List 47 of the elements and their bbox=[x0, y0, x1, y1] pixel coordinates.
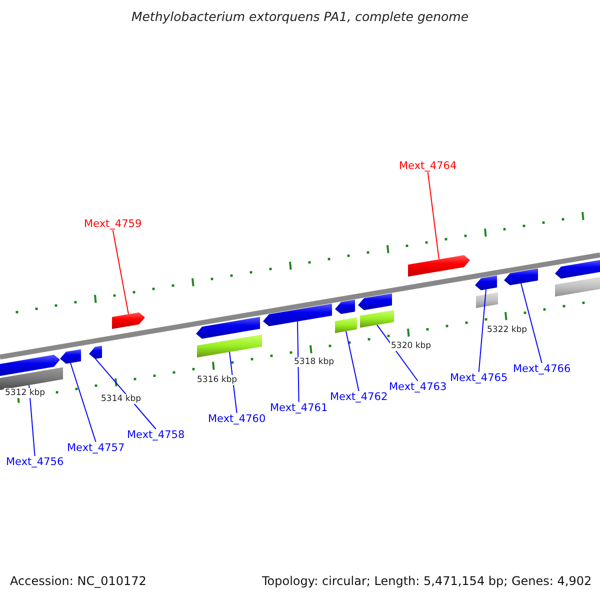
leader-line bbox=[376, 324, 418, 382]
gene-feature bbox=[60, 349, 81, 364]
gene-feature bbox=[476, 292, 498, 308]
leader-line bbox=[70, 362, 96, 442]
leader-line bbox=[28, 384, 36, 456]
gene-feature bbox=[196, 316, 260, 339]
scale-label: 5320 kbp bbox=[390, 341, 432, 351]
scale-label: 5316 kbp bbox=[196, 375, 238, 385]
gene-label: Mext_4757 bbox=[67, 442, 125, 454]
gene-feature bbox=[335, 317, 357, 334]
footer-text: Accession: NC_010172 bbox=[10, 574, 146, 588]
gene-feature bbox=[358, 293, 392, 310]
gene-feature bbox=[0, 354, 60, 377]
leader-line bbox=[427, 172, 440, 260]
gene-label: Mext_4761 bbox=[270, 402, 328, 414]
gene-feature bbox=[475, 276, 497, 290]
gene-feature bbox=[263, 304, 332, 326]
gene-label: Mext_4762 bbox=[330, 391, 388, 403]
scale-label: 5318 kbp bbox=[293, 357, 336, 367]
leader-line bbox=[520, 282, 542, 364]
title: Methylobacterium extorquens PA1, complete genome bbox=[130, 9, 470, 24]
scale-label: 5314 kbp bbox=[100, 394, 142, 404]
leader-line bbox=[297, 320, 300, 402]
gene-feature bbox=[335, 300, 355, 314]
leader-line bbox=[478, 288, 486, 372]
gene-label: Mext_4766 bbox=[513, 363, 571, 375]
leader-line bbox=[112, 230, 129, 315]
gene-feature bbox=[360, 310, 394, 328]
gene-feature bbox=[504, 268, 538, 286]
gene-feature bbox=[555, 260, 600, 279]
gene-feature bbox=[89, 346, 102, 359]
gene-label: Mext_4763 bbox=[389, 381, 447, 393]
gene-label: Mext_4758 bbox=[127, 429, 185, 441]
gene-label: Mext_4765 bbox=[450, 372, 508, 384]
footer-text: Topology: circular; Length: 5,471,154 bp; Genes: 4,902 bbox=[262, 574, 592, 588]
gene-feature bbox=[408, 255, 470, 277]
gene-label: Mext_4760 bbox=[208, 413, 266, 425]
scale-label: 5312 kbp bbox=[4, 388, 46, 398]
gene-feature bbox=[555, 276, 600, 297]
gene-label: Mext_4759 bbox=[84, 218, 142, 230]
scale-label: 5322 kbp bbox=[486, 325, 528, 335]
gene-label: Mext_4764 bbox=[399, 160, 457, 172]
gene-feature bbox=[197, 334, 262, 358]
gene-label: Mext_4756 bbox=[6, 456, 64, 468]
leader-line bbox=[95, 358, 156, 430]
gene-feature bbox=[112, 312, 145, 329]
leader-line bbox=[346, 330, 360, 392]
